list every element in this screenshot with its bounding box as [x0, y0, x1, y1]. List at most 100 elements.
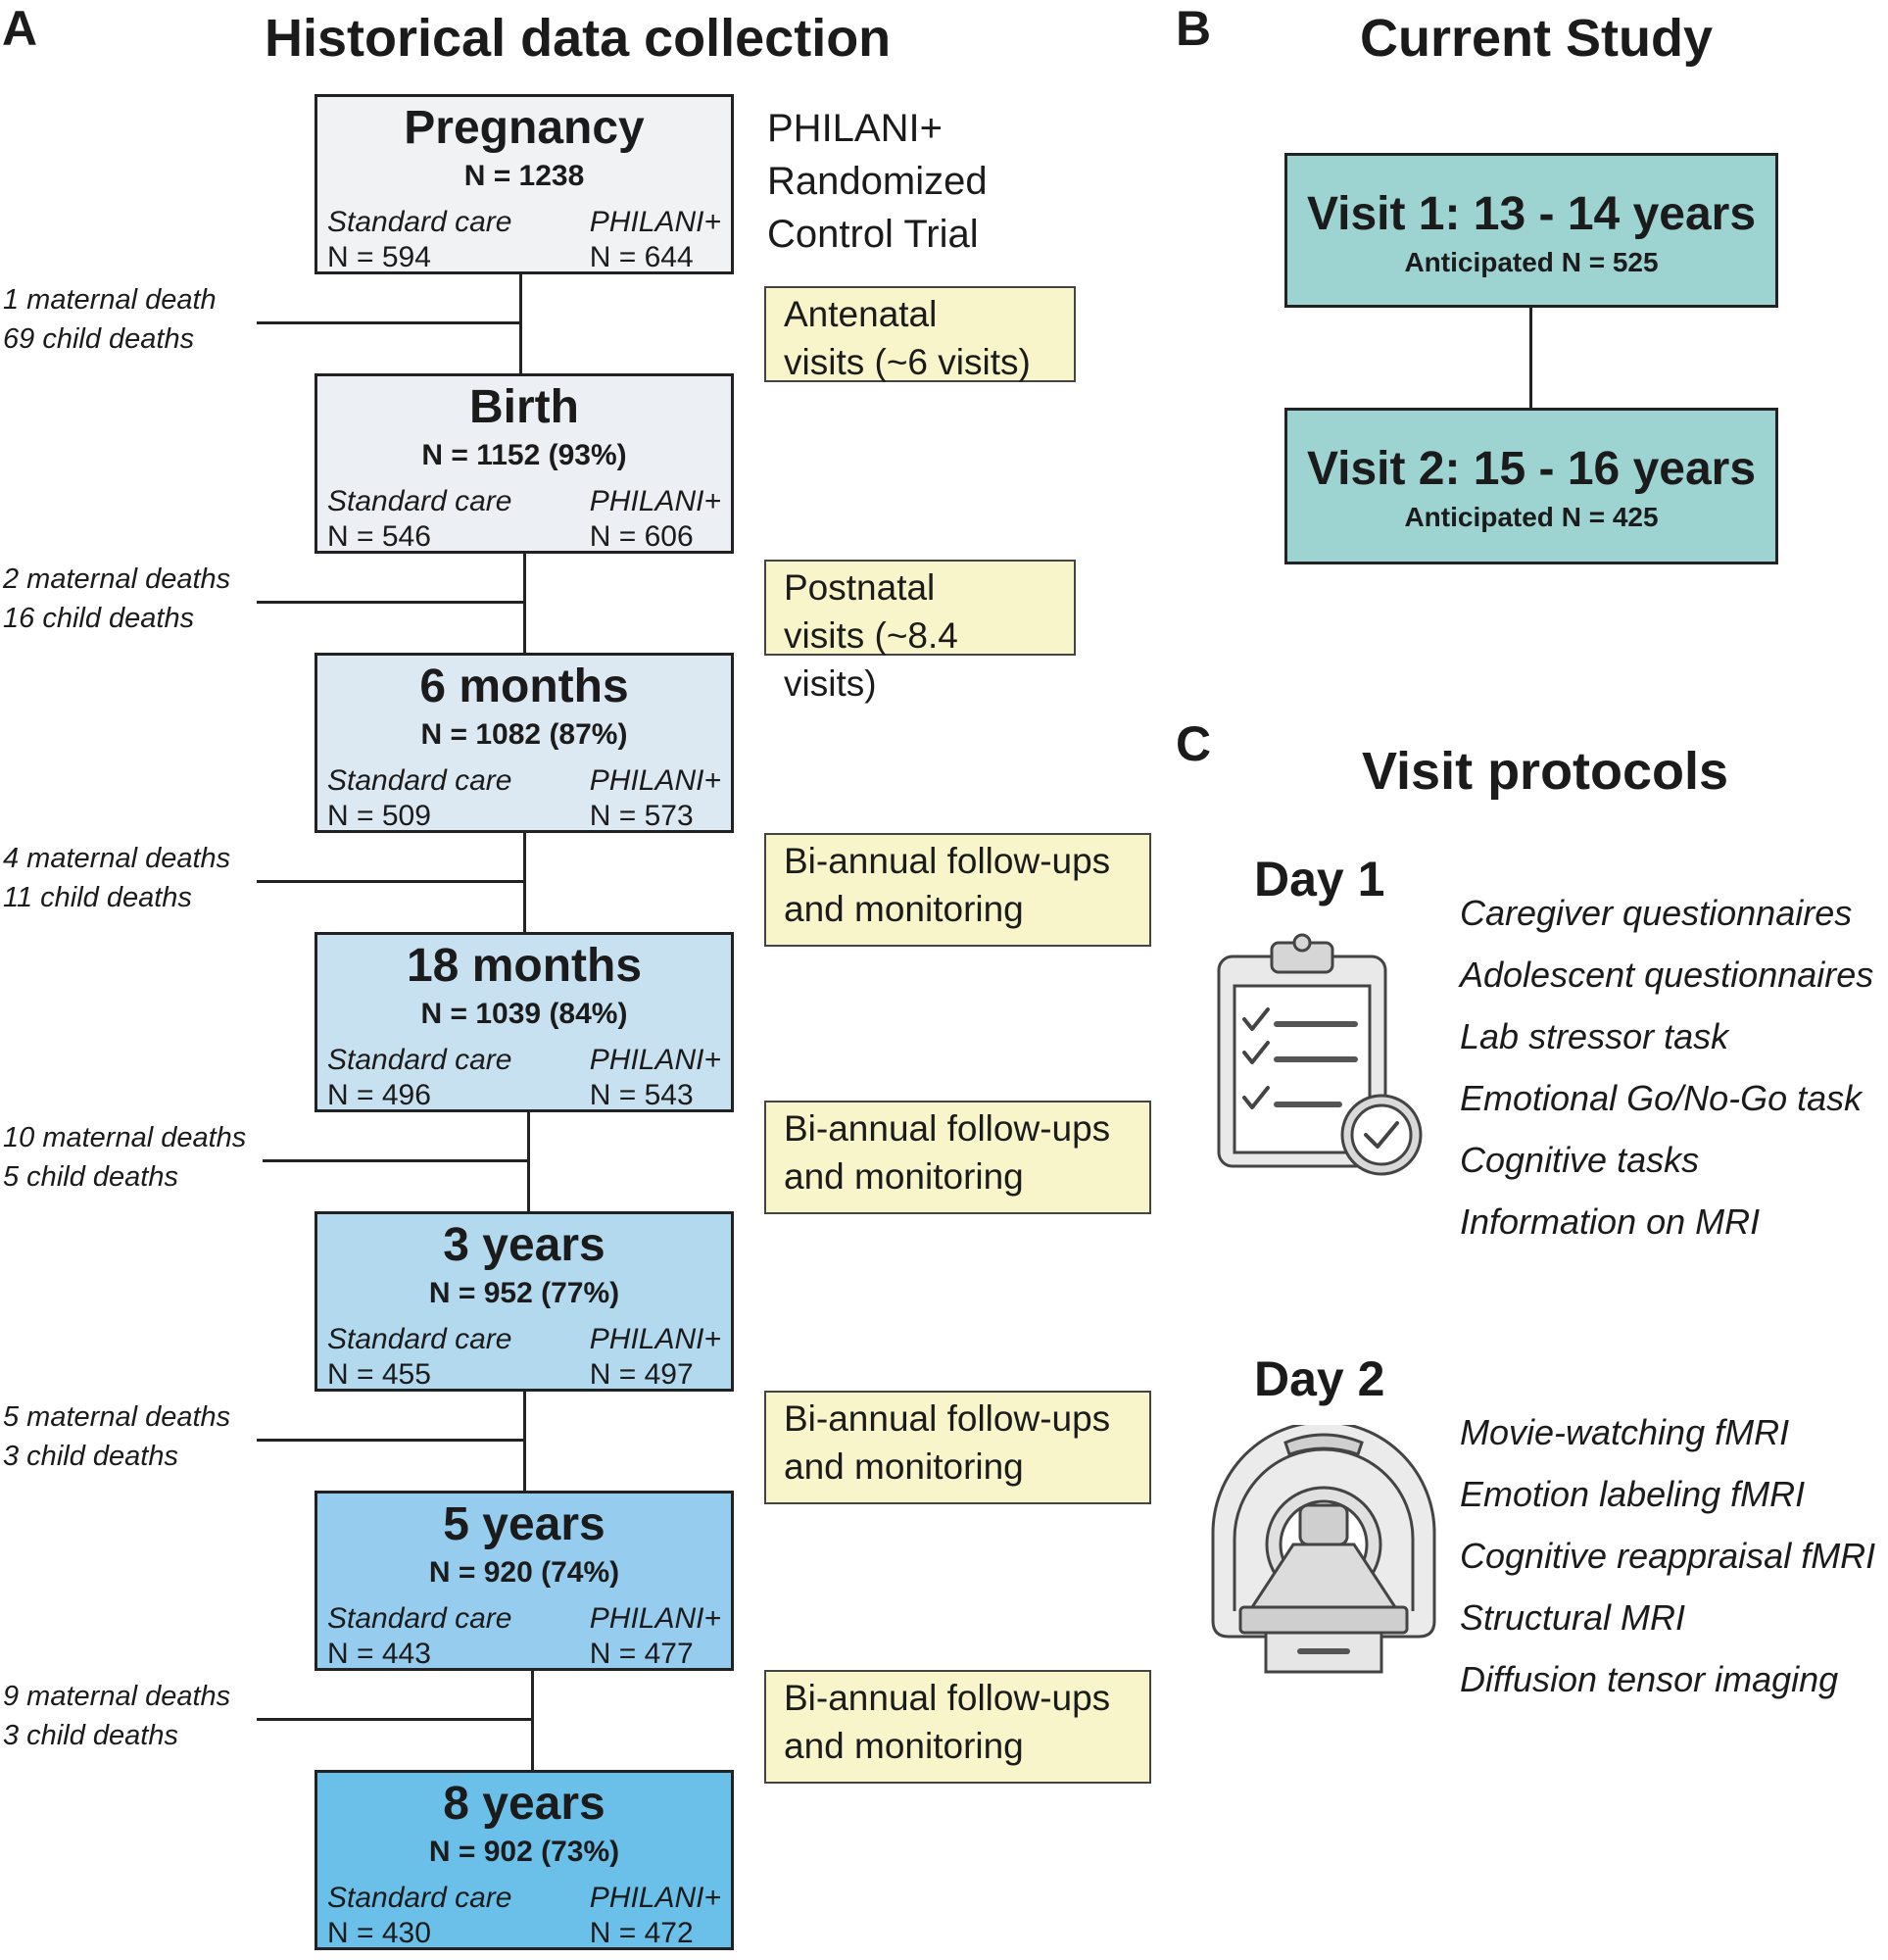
stage-title: 18 months: [406, 940, 643, 992]
philani-n: N = 477: [589, 1638, 694, 1670]
visit-schedule-box: Bi-annual follow-ups and monitoring: [764, 833, 1151, 947]
day-2-protocol-item: Cognitive reappraisal fMRI: [1460, 1536, 1876, 1576]
philani-group: PHILANI+N = 606: [590, 484, 721, 555]
stage-title: Birth: [469, 381, 579, 433]
standard-care-n: N = 455: [327, 1358, 431, 1391]
visit-1-title: Visit 1: 13 - 14 years: [1306, 188, 1757, 240]
philani-group: PHILANI+N = 573: [590, 763, 721, 834]
day-1-title: Day 1: [1254, 852, 1385, 906]
philani-label: PHILANI+: [589, 764, 721, 797]
mri-scanner-icon: [1211, 1425, 1436, 1674]
standard-care-label: Standard care: [327, 1323, 512, 1355]
day-2-protocol-item: Diffusion tensor imaging: [1460, 1659, 1839, 1699]
stage-total-n: N = 1082 (87%): [420, 718, 628, 751]
visit-2-box: Visit 2: 15 - 16 years Anticipated N = 4…: [1284, 408, 1778, 564]
standard-care-label: Standard care: [327, 1882, 512, 1914]
clipboard-checklist-icon: [1217, 933, 1423, 1176]
day-1-protocol-item: Caregiver questionnaires: [1460, 893, 1853, 933]
child-deaths: 11 child deaths: [3, 882, 192, 913]
stage-total-n: N = 952 (77%): [428, 1277, 620, 1309]
attrition-deaths: 5 maternal deaths 3 child deaths: [3, 1397, 230, 1476]
maternal-deaths: 4 maternal deaths: [3, 843, 231, 874]
standard-care-n: N = 496: [327, 1079, 431, 1111]
standard-care-n: N = 509: [327, 800, 431, 832]
panel-a-title: Historical data collection: [265, 9, 892, 68]
maternal-deaths: 2 maternal deaths: [3, 564, 231, 595]
attrition-branch: [257, 880, 523, 883]
stage-total-n: N = 1238: [463, 160, 585, 192]
philani-label: PHILANI+: [589, 485, 721, 517]
visit-schedule-box: Postnatal visits (~8.4 visits): [764, 560, 1076, 704]
philani-n: N = 472: [589, 1917, 694, 1949]
philani-label: PHILANI+: [589, 1882, 721, 1914]
stage-total-n: N = 1152 (93%): [421, 439, 627, 471]
maternal-deaths: 1 maternal death: [3, 284, 217, 316]
timeline-connector: [523, 833, 526, 932]
timeline-connector: [531, 1671, 534, 1770]
philani-label: PHILANI+: [589, 206, 721, 238]
standard-care-n: N = 430: [327, 1917, 431, 1949]
day-1-protocol-item: Emotional Go/No-Go task: [1460, 1078, 1863, 1118]
philani-group: PHILANI+N = 497: [590, 1322, 721, 1393]
philani-n: N = 644: [589, 241, 694, 273]
standard-care-label: Standard care: [327, 485, 512, 517]
maternal-deaths: 5 maternal deaths: [3, 1401, 231, 1433]
panel-b-title: Current Study: [1360, 9, 1714, 68]
timeline-connector: [527, 1112, 530, 1211]
standard-care-n: N = 594: [327, 241, 431, 273]
visit-schedule-box: Bi-annual follow-ups and monitoring: [764, 1391, 1151, 1504]
maternal-deaths: 9 maternal deaths: [3, 1681, 231, 1712]
day-2-title: Day 2: [1254, 1351, 1385, 1406]
attrition-branch: [257, 321, 519, 324]
philani-group: PHILANI+N = 472: [590, 1881, 721, 1951]
stage-total-n: N = 920 (74%): [428, 1556, 620, 1589]
child-deaths: 3 child deaths: [3, 1441, 178, 1472]
philani-label: PHILANI+: [589, 1602, 721, 1635]
visit-1-n: Anticipated N = 525: [1404, 247, 1659, 277]
day-1-protocol-item: Cognitive tasks: [1460, 1140, 1700, 1180]
panel-c-title: Visit protocols: [1362, 742, 1729, 801]
rct-label: PHILANI+ Randomized Control Trial: [767, 102, 988, 261]
day-1-protocol-item: Adolescent questionnaires: [1460, 955, 1874, 995]
day-1-protocol-item: Information on MRI: [1460, 1201, 1761, 1242]
timeline-connector: [519, 274, 522, 373]
panel-c-letter: C: [1176, 716, 1212, 771]
rct-label-line-3: Control Trial: [767, 213, 979, 256]
visit-2-n: Anticipated N = 425: [1404, 502, 1659, 532]
day-2-protocol-item: Emotion labeling fMRI: [1460, 1474, 1806, 1514]
philani-n: N = 497: [589, 1358, 694, 1391]
stage-title: 8 years: [443, 1778, 605, 1830]
standard-care-label: Standard care: [327, 1044, 512, 1076]
child-deaths: 69 child deaths: [3, 323, 195, 355]
timeline-connector: [523, 554, 526, 653]
philani-label: PHILANI+: [589, 1044, 721, 1076]
attrition-branch: [263, 1159, 527, 1162]
standard-care-label: Standard care: [327, 1602, 512, 1635]
visit-schedule-box: Bi-annual follow-ups and monitoring: [764, 1670, 1151, 1784]
child-deaths: 3 child deaths: [3, 1720, 178, 1751]
stage-title: 6 months: [419, 661, 629, 712]
attrition-branch: [257, 601, 523, 604]
standard-care-label: Standard care: [327, 206, 512, 238]
philani-n: N = 543: [589, 1079, 694, 1111]
attrition-deaths: 9 maternal deaths 3 child deaths: [3, 1677, 230, 1755]
philani-group: PHILANI+N = 477: [590, 1601, 721, 1672]
philani-n: N = 573: [589, 800, 694, 832]
standard-care-n: N = 546: [327, 520, 431, 553]
philani-label: PHILANI+: [589, 1323, 721, 1355]
standard-care-n: N = 443: [327, 1638, 431, 1670]
day-1-protocol-list: Caregiver questionnaires Adolescent ques…: [1460, 882, 1873, 1252]
